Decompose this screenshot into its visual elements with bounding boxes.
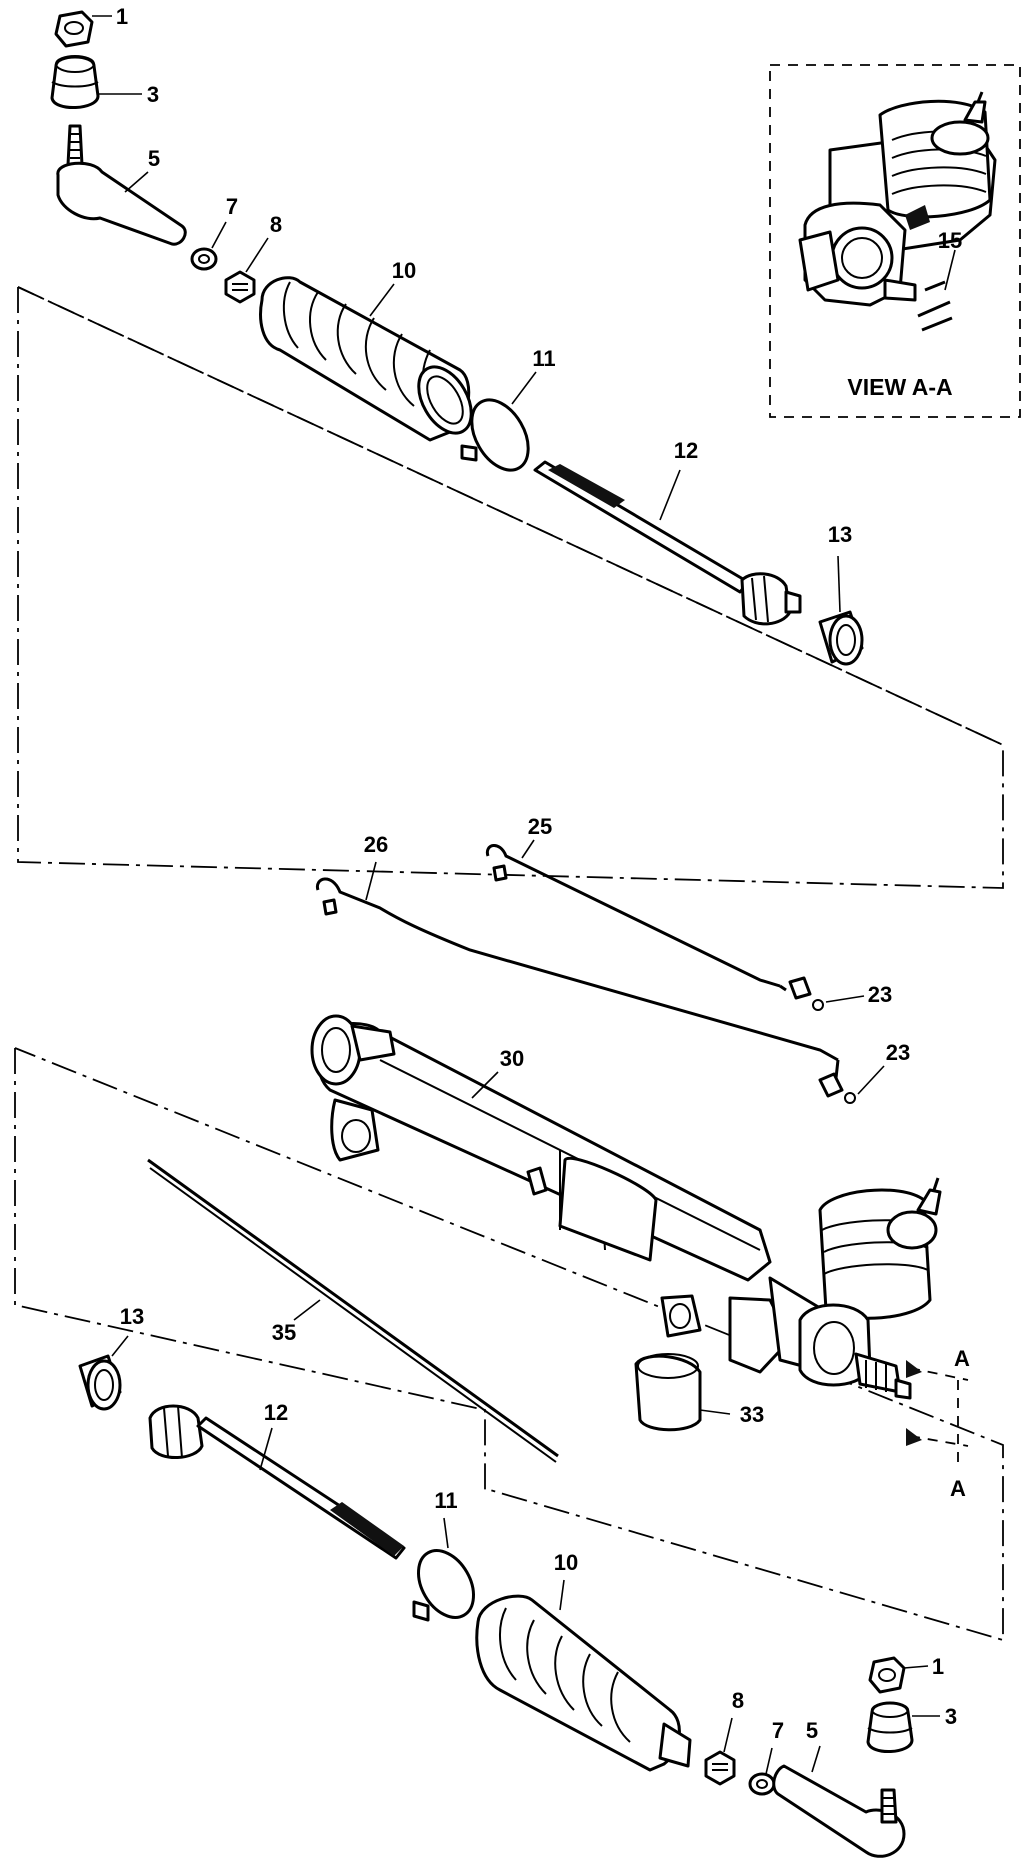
callout-seal-ring-lower: 23 <box>886 1040 910 1065</box>
upper-parts-frame-divider <box>17 286 1004 746</box>
bushing-top <box>818 610 864 666</box>
hex-nut-top <box>224 270 256 304</box>
callout-seal-ring-upper: 23 <box>868 982 892 1007</box>
pipe-26 <box>315 877 844 1098</box>
view-a-a-leader <box>944 249 956 291</box>
callout-bushing-bottom: 13 <box>120 1304 144 1329</box>
boot-bottom <box>475 1594 692 1772</box>
rack <box>147 1158 559 1458</box>
inner-tie-rod-bottom <box>148 1404 406 1560</box>
callout-nut-top: 1 <box>116 4 128 29</box>
callout-inner-tie-rod-bottom: 12 <box>264 1400 288 1425</box>
callout-jam-nut-top: 7 <box>226 194 238 219</box>
callout-jam-nut-bottom: 7 <box>772 1718 784 1743</box>
callout-boot-bottom: 10 <box>554 1550 578 1575</box>
plug <box>634 1353 702 1432</box>
callout-plug: 33 <box>740 1402 764 1427</box>
boot-top <box>259 276 473 442</box>
outer-tie-rod-end-stud-top <box>66 124 84 167</box>
callout-gear-housing: 30 <box>500 1046 524 1071</box>
outer-tie-rod-end-top <box>56 161 187 246</box>
seal-top <box>50 55 100 110</box>
section-arrows-a-a <box>906 1360 969 1466</box>
section-mark-a-lower: A <box>950 1476 966 1501</box>
callout-inner-tie-rod-top: 12 <box>674 438 698 463</box>
callout-boot-top: 10 <box>392 258 416 283</box>
callout-clamp-top: 11 <box>532 346 555 371</box>
view-a-a-frame <box>769 64 1021 418</box>
gear-housing <box>310 1014 942 1400</box>
seal-ring-lower <box>844 1092 856 1104</box>
nut-top <box>54 10 94 48</box>
upper-parts-frame <box>17 286 1004 889</box>
section-mark-a-upper: A <box>954 1346 970 1371</box>
callout-seal-bottom: 3 <box>945 1704 957 1729</box>
callout-clamp-bottom: 11 <box>434 1488 457 1513</box>
callout-outer-tie-rod-end-bottom: 5 <box>806 1718 818 1743</box>
callout-hex-nut-top: 8 <box>270 212 282 237</box>
callout-pipe-right: 25 <box>528 814 552 839</box>
nut-bottom <box>868 1656 906 1694</box>
pipe-25 <box>485 844 812 1000</box>
lower-parts-frame <box>14 1047 1004 1642</box>
lower-tie-rod-assembly: 13 12 11 10 8 <box>78 1304 957 1858</box>
jam-nut-bottom <box>748 1772 776 1796</box>
view-a-a-label: VIEW A-A <box>847 374 952 400</box>
callout-view-part: 15 <box>938 228 962 253</box>
callout-bushing-top: 13 <box>828 522 852 547</box>
inner-tie-rod-top <box>533 460 802 626</box>
upper-tie-rod-assembly: 1 3 5 7 8 <box>50 4 864 666</box>
view-a-a-inset: 15 VIEW A-A <box>769 64 1021 418</box>
clamp-bottom <box>417 1549 475 1619</box>
callout-nut-bottom: 1 <box>932 1654 944 1679</box>
callout-rack: 35 <box>272 1320 296 1345</box>
bushing-bottom <box>78 1354 122 1411</box>
clamp-top <box>470 398 530 472</box>
seal-bottom <box>866 1701 914 1754</box>
callout-pipe-left: 26 <box>364 832 388 857</box>
jam-nut-top <box>190 247 218 271</box>
callout-hex-nut-bottom: 8 <box>732 1688 744 1713</box>
callout-outer-tie-rod-end-top: 5 <box>148 146 160 171</box>
view-a-a-valve-illustration <box>798 91 997 332</box>
callout-seal-top: 3 <box>147 82 159 107</box>
hex-nut-bottom <box>704 1750 736 1786</box>
seal-ring-upper <box>812 999 824 1011</box>
